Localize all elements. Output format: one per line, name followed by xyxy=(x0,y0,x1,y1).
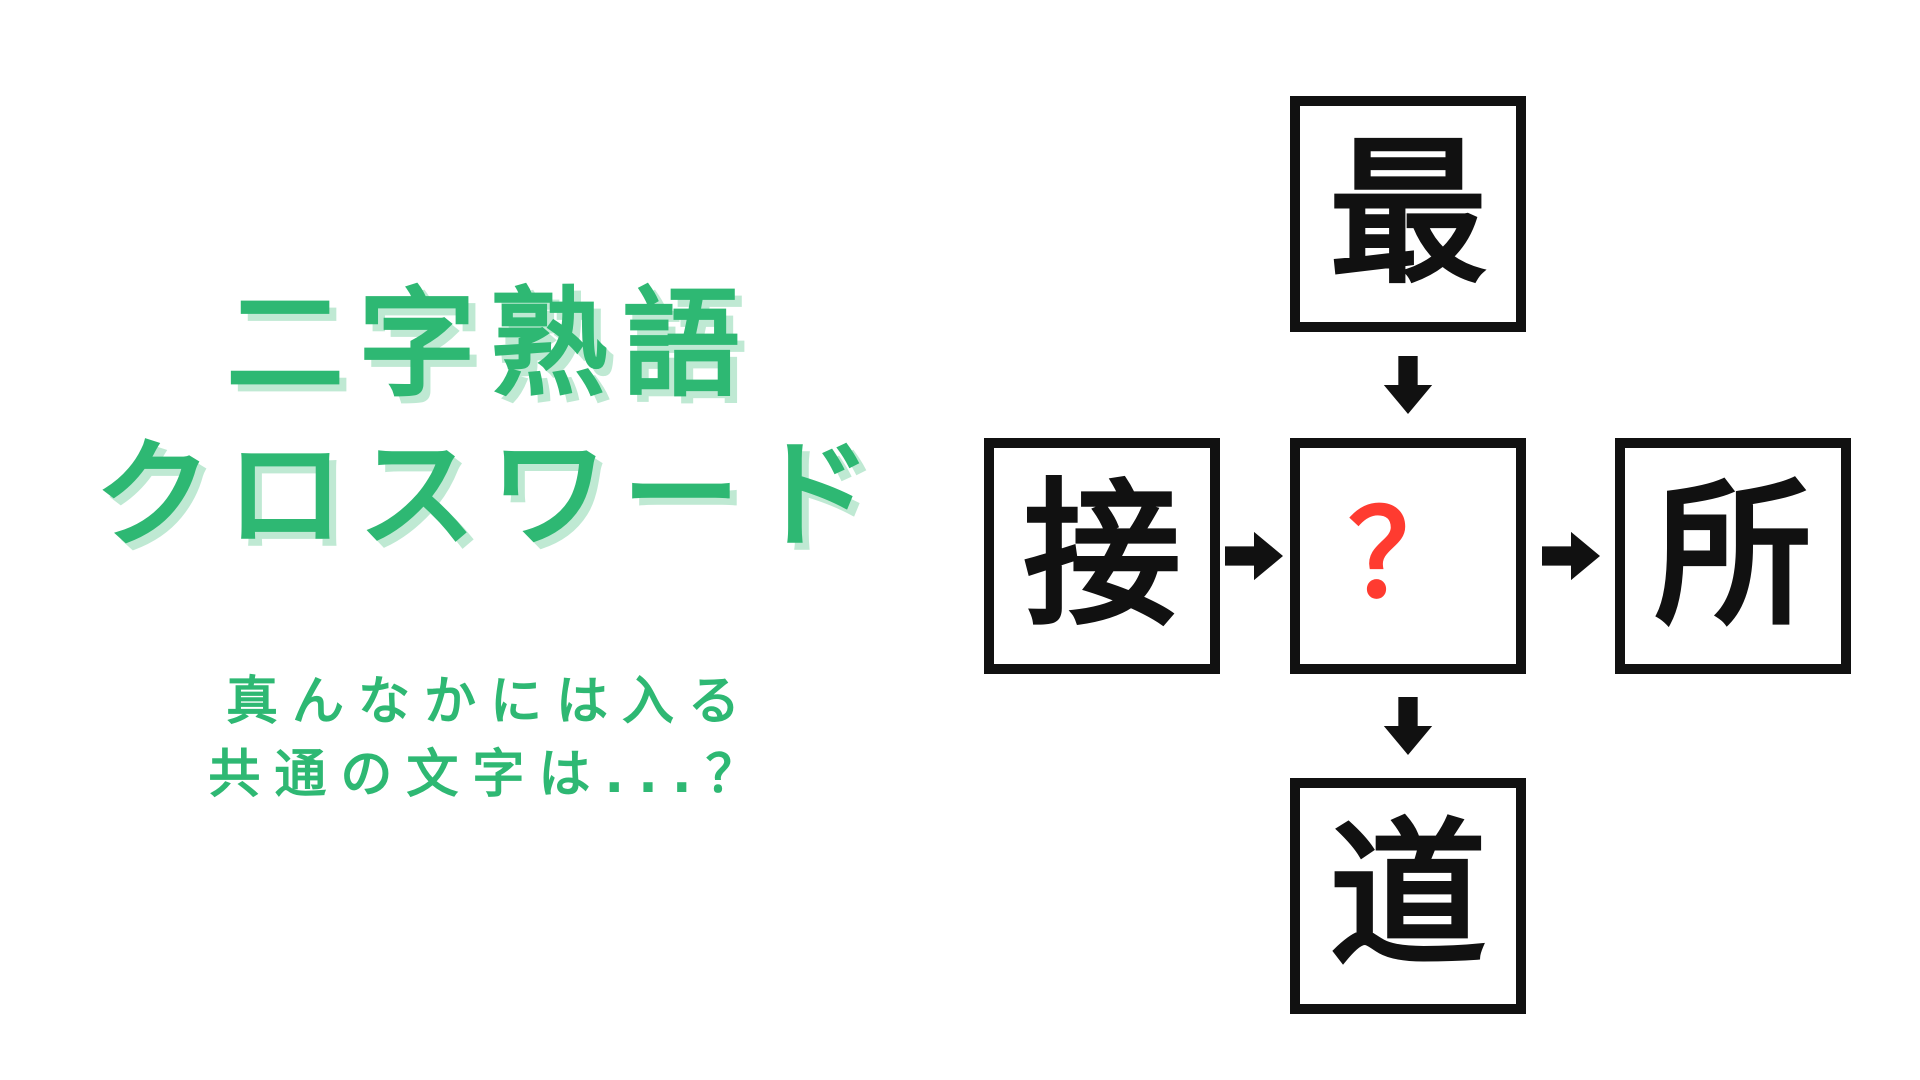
puzzle-cell-bottom: 道 xyxy=(1290,778,1526,1014)
arrow-right-icon xyxy=(1225,527,1283,585)
question-mark: ？ xyxy=(1348,486,1468,625)
title-line-1: 二字熟語 xyxy=(225,274,754,413)
arrow-down-icon xyxy=(1379,356,1437,414)
subtitle-line-2: 共通の文字は...？ xyxy=(208,744,772,805)
arrow-right-icon xyxy=(1542,527,1600,585)
title-line-2: クロスワード xyxy=(93,425,886,564)
subtitle: 真んなかには入る 共通の文字は...？ xyxy=(208,666,771,812)
intro-panel: 二字熟語 クロスワード 真んなかには入る 共通の文字は...？ xyxy=(94,269,886,812)
puzzle-cell-bottom-kanji: 道 xyxy=(1329,804,1487,988)
puzzle-cell-right: 所 xyxy=(1615,438,1851,674)
puzzle-cell-center-unknown: ？ xyxy=(1290,438,1526,674)
puzzle-cell-left-kanji: 接 xyxy=(1023,464,1181,648)
page-title: 二字熟語 クロスワード xyxy=(94,269,886,571)
subtitle-line-1: 真んなかには入る xyxy=(225,671,754,732)
puzzle-cell-top-kanji: 最 xyxy=(1329,122,1487,306)
puzzle-cell-left: 接 xyxy=(984,438,1220,674)
puzzle-cell-top: 最 xyxy=(1290,96,1526,332)
arrow-down-icon xyxy=(1379,697,1437,755)
puzzle-cell-right-kanji: 所 xyxy=(1654,464,1812,648)
